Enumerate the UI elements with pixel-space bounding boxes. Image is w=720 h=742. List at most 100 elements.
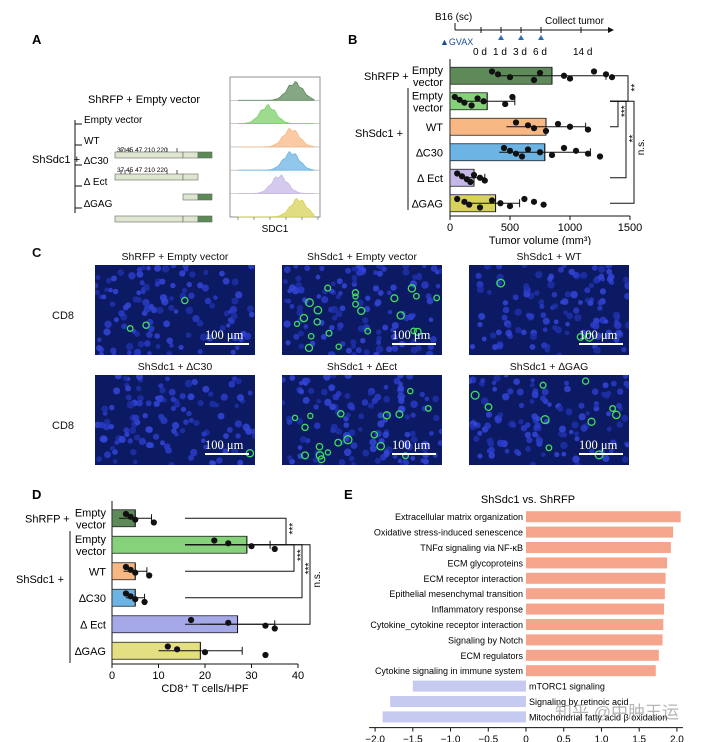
nucleus-4-1 xyxy=(321,388,328,396)
construct-label-2: ∆C30 xyxy=(84,156,109,167)
nucleus-1-75 xyxy=(293,265,299,269)
nucleus-2-51 xyxy=(496,342,504,350)
nucleus-5-8 xyxy=(477,430,483,436)
nucleus-0-27 xyxy=(126,350,132,355)
nucleus-0-111 xyxy=(197,349,203,355)
nucleus-2-84 xyxy=(597,300,604,306)
nucleus-0-53 xyxy=(96,345,103,351)
nucleus-1-68 xyxy=(377,290,384,296)
nucleus-5-91 xyxy=(622,456,629,463)
nucleus-0-109 xyxy=(142,283,150,291)
nucleus-3-96 xyxy=(165,447,172,454)
nucleus-1-108 xyxy=(387,309,393,315)
nucleus-0-41 xyxy=(186,281,192,288)
gsea-term-0: Extracellular matrix organization xyxy=(395,512,523,522)
nucleus-4-97 xyxy=(358,413,365,420)
nucleus-3-47 xyxy=(153,400,160,407)
nucleus-2-15 xyxy=(624,281,629,290)
group-label-1-a: Empty xyxy=(75,534,107,546)
nucleus-5-43 xyxy=(473,435,480,442)
gsea-term-1: Oxidative stress-induced senescence xyxy=(374,528,523,538)
nucleus-0-32 xyxy=(219,270,225,277)
nucleus-4-2 xyxy=(297,445,303,450)
sig-d-3 xyxy=(185,544,311,625)
nucleus-3-2 xyxy=(201,438,206,443)
data-point-2-1 xyxy=(127,566,134,573)
gsea-bar-6 xyxy=(526,603,665,615)
gsea-term-7: Cytokine_cytokine receptor interaction xyxy=(370,620,523,630)
gsea-bar-5 xyxy=(526,588,665,600)
data-point-5-4 xyxy=(488,197,496,204)
scale-label-0: 100 μm xyxy=(205,328,244,342)
nucleus-2-64 xyxy=(625,321,629,329)
cd8-row-label-1: CD8 xyxy=(52,310,75,322)
gsea-x-tick-label-1: −1.5 xyxy=(403,735,423,742)
nucleus-0-15 xyxy=(154,281,160,287)
data-point-3-3 xyxy=(141,598,148,606)
gsea-bar-2 xyxy=(526,542,671,553)
group-label-0-b: vector xyxy=(76,519,106,531)
nucleus-0-9 xyxy=(148,325,155,332)
cd8-cell-5-0 xyxy=(539,381,547,389)
sig-b-3-label: n.s. xyxy=(636,139,647,155)
nucleus-0-114 xyxy=(169,343,174,348)
nucleus-0-52 xyxy=(185,332,192,338)
data-point-4-2 xyxy=(262,622,269,629)
nucleus-3-13 xyxy=(218,443,225,450)
nucleus-1-21 xyxy=(391,345,399,352)
scale-bar-4 xyxy=(392,453,436,455)
scale-bar-1 xyxy=(392,343,436,345)
cd8-cell-1-19 xyxy=(407,284,417,293)
nucleus-3-105 xyxy=(183,419,189,425)
nucleus-5-101 xyxy=(578,413,586,421)
group-label-2: WT xyxy=(426,122,443,134)
nucleus-5-69 xyxy=(496,439,505,447)
group-label-0-a: Empty xyxy=(75,507,107,519)
nucleus-5-110 xyxy=(488,452,495,459)
nucleus-0-83 xyxy=(197,282,204,289)
nucleus-3-37 xyxy=(135,385,142,392)
nucleus-4-40 xyxy=(368,402,374,409)
gsea-term-10: Cytokine signaling in immune system xyxy=(375,666,523,676)
nucleus-4-53 xyxy=(382,431,390,439)
panel-c-letter: C xyxy=(32,245,42,260)
nucleus-0-50 xyxy=(163,320,170,328)
nucleus-5-35 xyxy=(606,411,612,417)
nucleus-0-90 xyxy=(144,340,151,347)
nucleus-3-52 xyxy=(235,378,242,385)
nucleus-5-104 xyxy=(472,421,478,427)
nucleus-4-51 xyxy=(361,399,369,406)
nucleus-5-26 xyxy=(485,411,493,418)
nucleus-1-27 xyxy=(381,266,387,272)
nucleus-4-57 xyxy=(313,404,319,410)
nucleus-2-43 xyxy=(566,312,574,320)
nucleus-0-88 xyxy=(168,304,175,311)
nucleus-4-61 xyxy=(344,393,351,399)
nucleus-5-77 xyxy=(513,378,520,385)
nucleus-0-94 xyxy=(95,289,98,295)
data-point-0-5 xyxy=(560,72,568,79)
nucleus-2-29 xyxy=(542,317,550,325)
nucleus-5-108 xyxy=(484,422,492,430)
nucleus-4-95 xyxy=(369,438,377,446)
nucleus-3-36 xyxy=(136,400,143,407)
data-point-3-6 xyxy=(548,151,556,159)
nucleus-3-101 xyxy=(187,393,195,401)
nucleus-0-56 xyxy=(226,323,231,328)
nucleus-5-7 xyxy=(480,397,489,405)
nucleus-1-111 xyxy=(426,350,434,355)
nucleus-2-71 xyxy=(502,300,509,306)
nucleus-4-74 xyxy=(298,381,304,386)
nucleus-3-64 xyxy=(126,400,135,409)
cd8-cell-0-1 xyxy=(126,325,134,332)
nucleus-2-62 xyxy=(606,268,613,275)
gsea-bar-9 xyxy=(526,649,659,661)
nucleus-5-119 xyxy=(568,429,574,435)
data-point-3-2 xyxy=(132,596,139,603)
nucleus-1-42 xyxy=(435,283,441,289)
cd8-cell-1-14 xyxy=(335,343,342,350)
cd8-cell-4-15 xyxy=(382,411,391,420)
timeline-injection: B16 (sc) xyxy=(435,12,472,23)
micrograph-cells-3 xyxy=(95,375,255,465)
nucleus-3-85 xyxy=(130,449,137,456)
